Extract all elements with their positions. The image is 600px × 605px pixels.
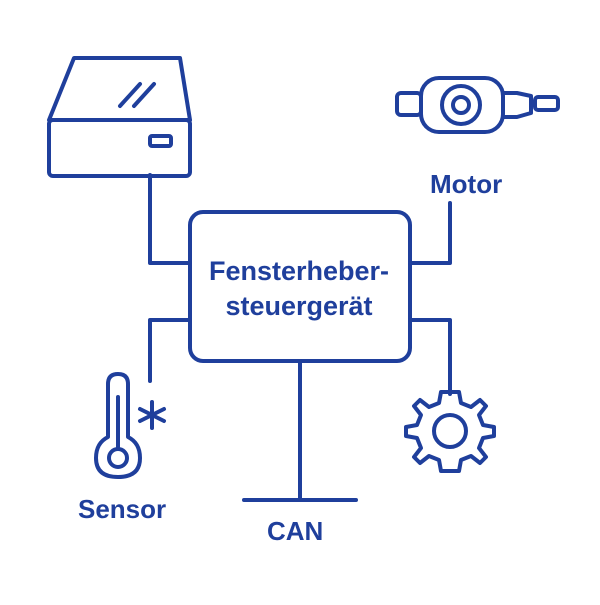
motor-label: Motor	[430, 169, 503, 199]
controller-title-line-1: Fensterheber-	[208, 256, 390, 286]
sensor-asterisk-icon	[138, 400, 166, 430]
controller-title: Fensterheber- steuergerät	[192, 254, 406, 324]
device-box-icon	[47, 56, 192, 178]
connector-lines	[148, 173, 452, 502]
thermometer-sensor-icon	[94, 372, 142, 479]
gear-icon	[404, 390, 496, 473]
can-label: CAN	[267, 516, 324, 546]
sensor-label: Sensor	[78, 494, 167, 524]
motor-icon	[395, 76, 560, 134]
controller-title-line-2: steuergerät	[225, 291, 373, 321]
